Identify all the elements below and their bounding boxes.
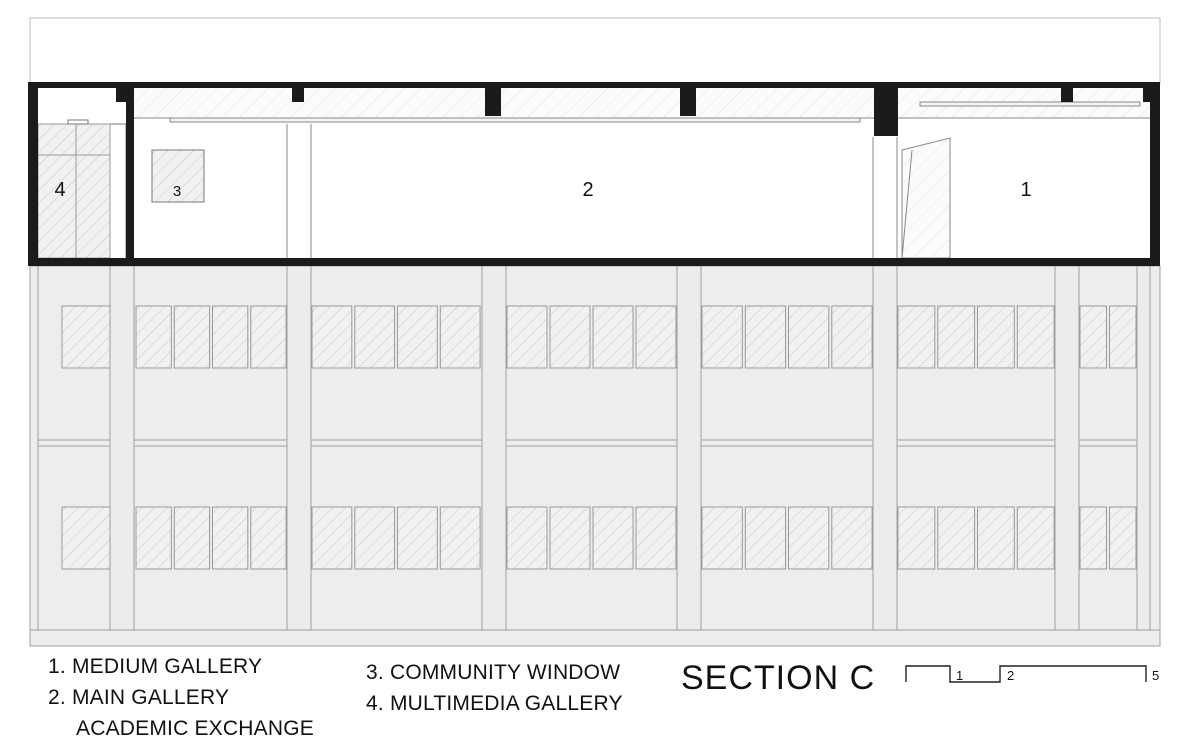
legend-item-1: 1. MEDIUM GALLERY: [48, 655, 263, 678]
facade-window-pane: [250, 506, 287, 570]
facade-window-pane: [135, 305, 172, 369]
facade-window-pane: [212, 506, 249, 570]
scale-tick-1: 1: [956, 668, 964, 683]
facade-window-pane: [977, 506, 1015, 570]
facade-window-pane: [61, 305, 111, 369]
facade-window-pane: [897, 506, 936, 570]
room-label-3: 3: [173, 183, 181, 200]
facade-window-pane: [1016, 506, 1055, 570]
facade-window-pane: [1109, 506, 1137, 570]
facade-window-pane: [311, 506, 353, 570]
facade-window-pane: [354, 305, 396, 369]
facade-window-pane: [173, 305, 211, 369]
facade-window-pane: [635, 506, 677, 570]
facade-window-pane: [937, 305, 976, 369]
facade-window-pane: [354, 506, 396, 570]
facade-windows: [61, 305, 1137, 570]
room-label-1: 1: [1020, 179, 1031, 201]
facade-window-pane: [701, 506, 743, 570]
facade-window-pane: [173, 506, 211, 570]
facade-window-pane: [635, 305, 677, 369]
facade-window-pane: [439, 506, 481, 570]
facade-window-pane: [701, 305, 743, 369]
room-label-2: 2: [582, 179, 593, 201]
facade-window-pane: [831, 305, 873, 369]
section-cut-walls: [28, 82, 1160, 266]
facade-window-pane: [1079, 506, 1107, 570]
scale-tick-2: 2: [1007, 668, 1015, 683]
facade-window-pane: [61, 506, 111, 570]
facade-window-pane: [506, 305, 548, 369]
facade-window-pane: [250, 305, 287, 369]
facade-window-pane: [1109, 305, 1137, 369]
legend-item-3: 3. COMMUNITY WINDOW: [366, 661, 621, 684]
facade-window-pane: [439, 305, 481, 369]
drawing-title: SECTION C: [681, 659, 876, 697]
display-panel: [901, 137, 951, 259]
facade-columns: [109, 265, 1151, 631]
facade-window-pane: [397, 506, 438, 570]
facade-window-pane: [937, 506, 976, 570]
facade-window-pane: [212, 305, 249, 369]
facade-window-pane: [788, 506, 830, 570]
legend-item-4: 4. MULTIMEDIA GALLERY: [366, 692, 623, 715]
facade-window-pane: [135, 506, 172, 570]
facade-window-pane: [744, 506, 787, 570]
facade-window-pane: [592, 305, 634, 369]
facade-window-pane: [311, 305, 353, 369]
scale-tick-5: 5: [1152, 668, 1160, 683]
facade-window-pane: [549, 305, 591, 369]
facade-window-pane: [397, 305, 438, 369]
facade-window-pane: [549, 506, 591, 570]
room-4-enclosure: [37, 123, 111, 259]
scale-bar: [905, 665, 1147, 683]
facade-window-pane: [506, 506, 548, 570]
facade-window-pane: [897, 305, 936, 369]
facade-window-pane: [744, 305, 787, 369]
community-window-box: [151, 149, 205, 203]
room-label-4: 4: [54, 179, 65, 201]
top-background: [29, 17, 1161, 85]
facade-window-pane: [788, 305, 830, 369]
facade-window-pane: [831, 506, 873, 570]
building-section-drawing: 4 3 2 1: [28, 17, 1161, 647]
facade-window-pane: [592, 506, 634, 570]
facade-window-pane: [1016, 305, 1055, 369]
legend-item-2-sub: ACADEMIC EXCHANGE: [76, 717, 314, 740]
facade-window-pane: [1079, 305, 1107, 369]
facade-window-pane: [977, 305, 1015, 369]
legend-item-2: 2. MAIN GALLERY: [48, 686, 230, 709]
